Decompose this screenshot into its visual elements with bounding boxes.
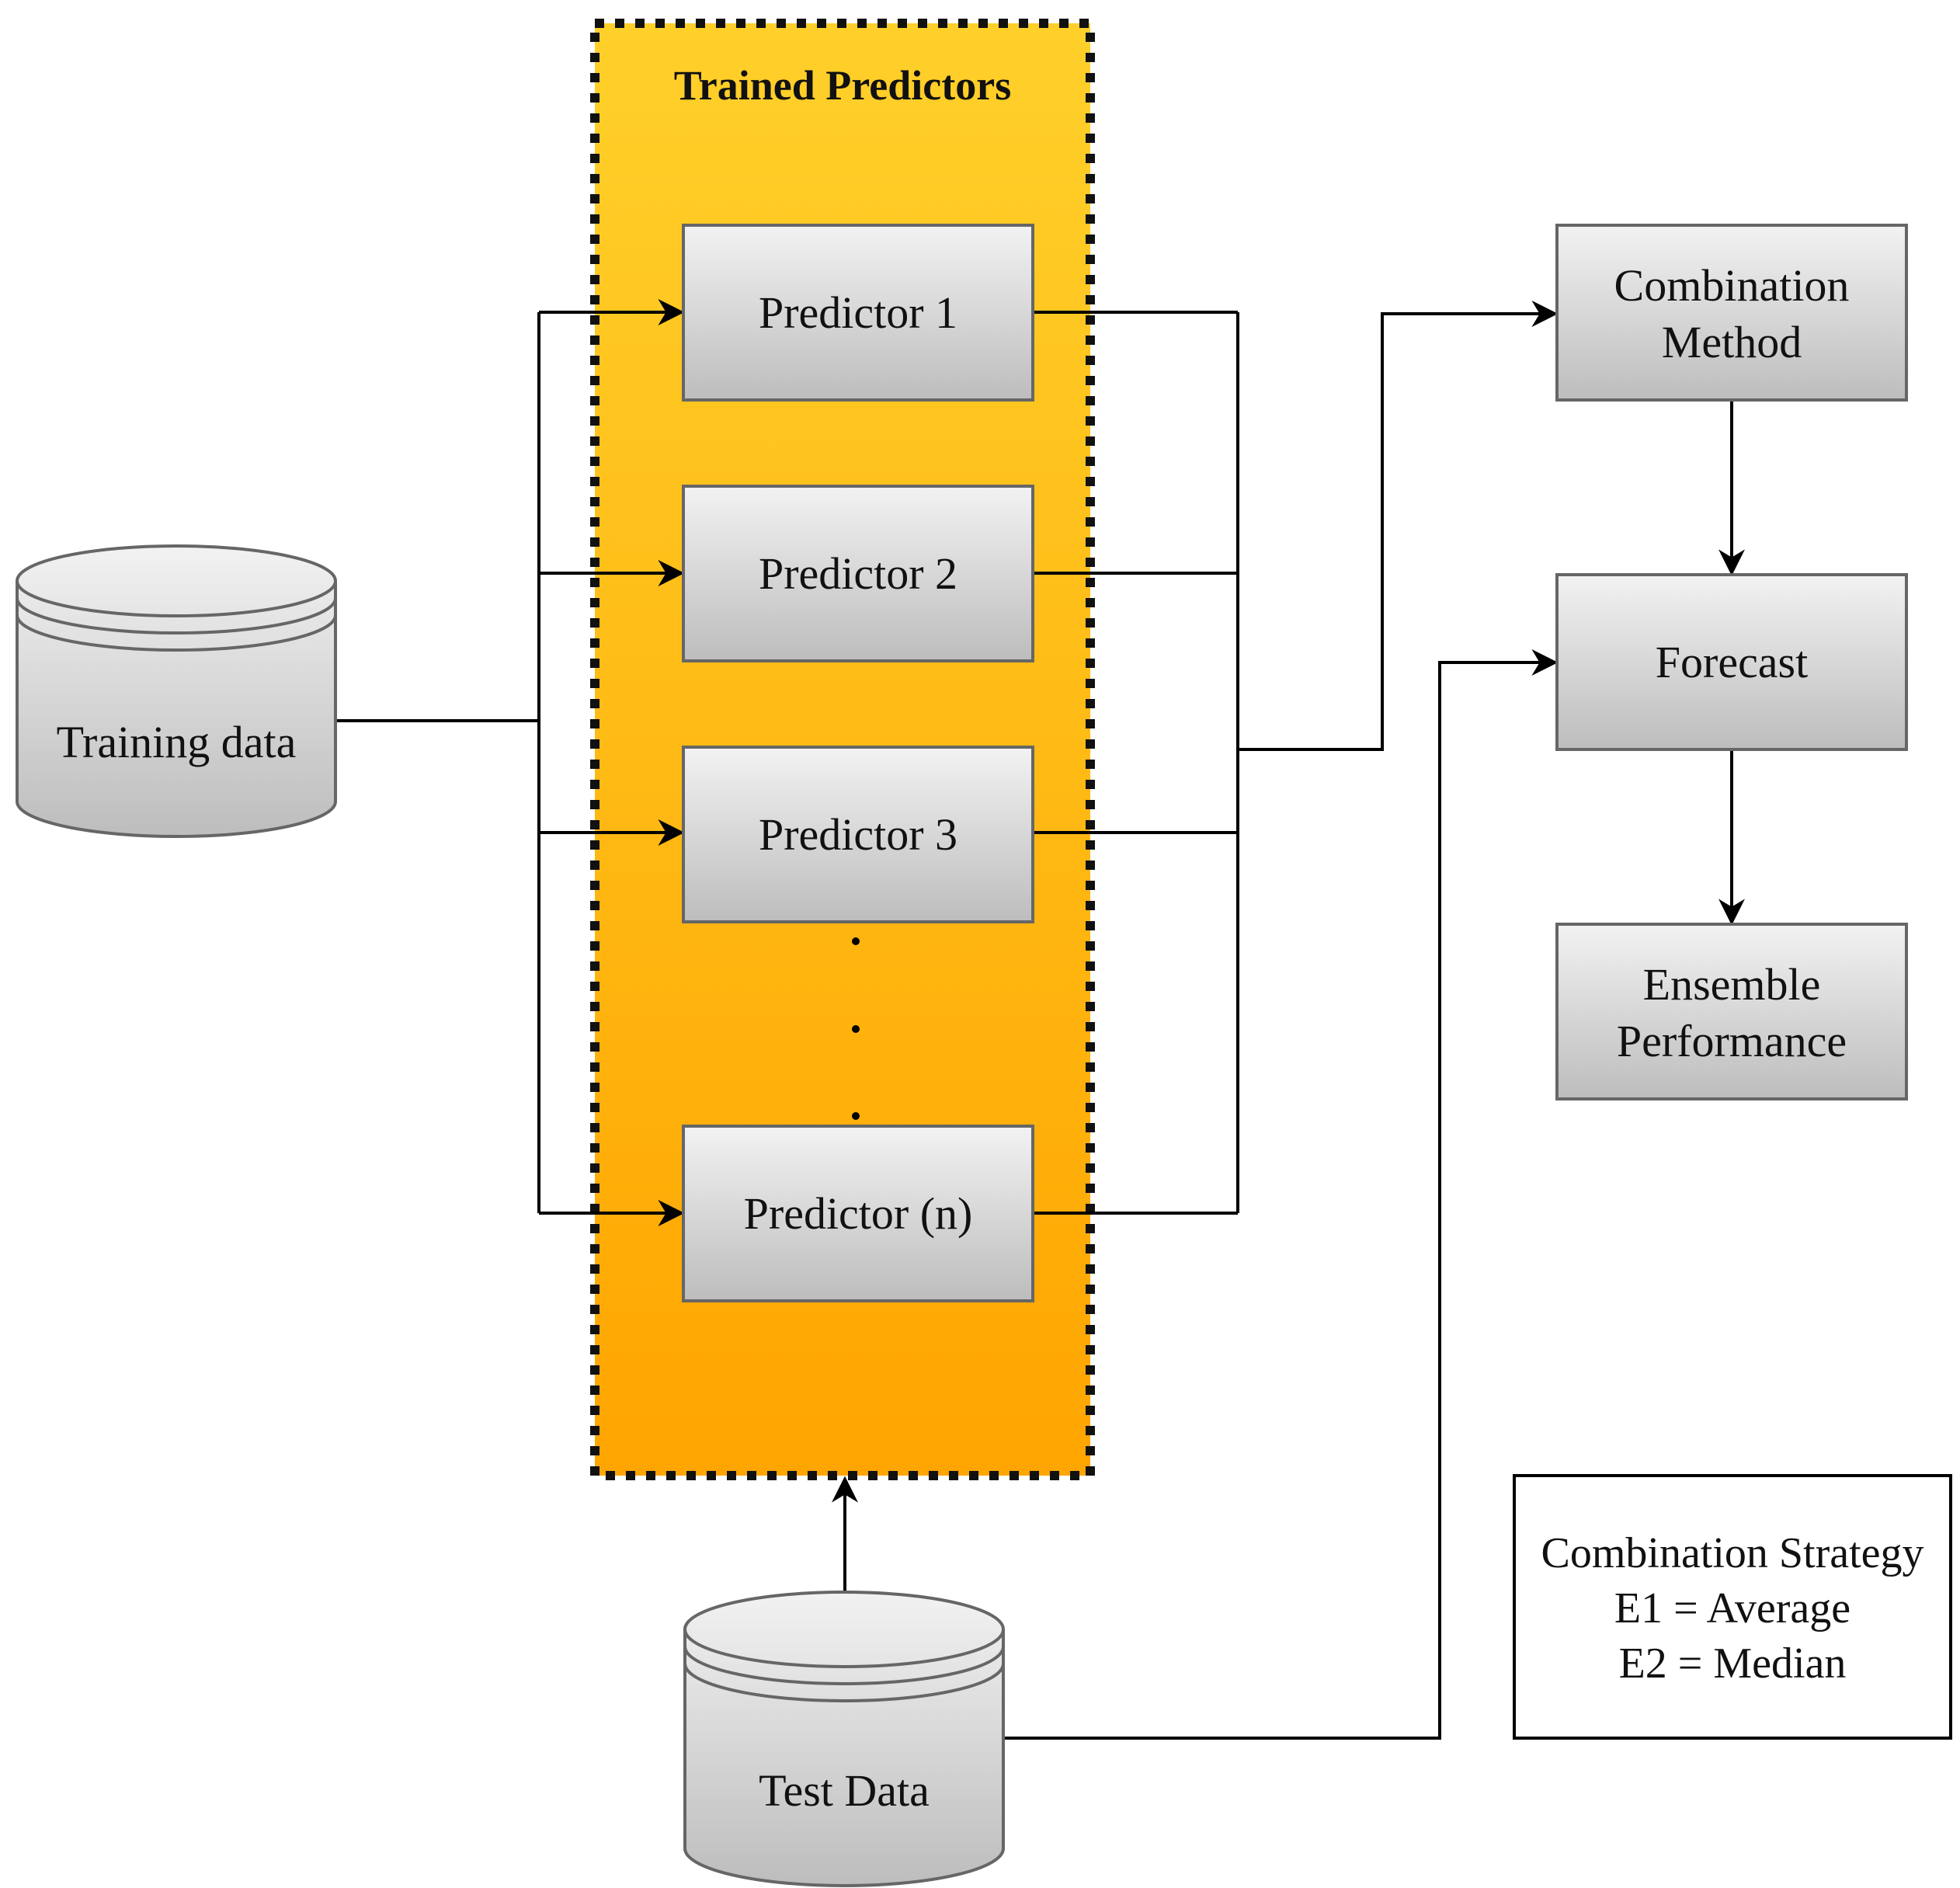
ensemble-performance-label-line-1: Ensemble <box>1643 959 1821 1010</box>
ellipsis-dot <box>852 1025 860 1033</box>
training-data-cylinder: Training data <box>16 544 337 838</box>
predictor-n-label: Predictor (n) <box>744 1188 973 1239</box>
test-data-label: Test Data <box>759 1765 930 1816</box>
combination-strategy-legend: Combination Strategy E1 = Average E2 = M… <box>1513 1474 1952 1740</box>
predictor-n-box: Predictor (n) <box>682 1125 1034 1302</box>
edge-test-to-forecast <box>1005 649 1559 1740</box>
predictor-3-box: Predictor 3 <box>682 746 1034 923</box>
legend-title: Combination Strategy <box>1541 1529 1924 1577</box>
ensemble-performance-label-line-2: Performance <box>1617 1016 1847 1066</box>
edge-bus-to-combination <box>1238 301 1559 751</box>
forecast-box: Forecast <box>1555 573 1908 751</box>
test-data-cylinder: Test Data <box>683 1591 1005 1887</box>
group-title: Trained Predictors <box>674 62 1011 109</box>
training-data-label: Training data <box>57 717 297 767</box>
ensemble-performance-box: Ensemble Performance <box>1555 923 1908 1100</box>
forecast-label: Forecast <box>1656 637 1809 687</box>
predictor-1-box: Predictor 1 <box>682 224 1034 402</box>
combination-method-label-line-2: Method <box>1662 317 1802 367</box>
ellipsis-dot <box>852 1112 860 1120</box>
legend-item-e1: E1 = Average <box>1614 1584 1851 1632</box>
predictor-2-box: Predictor 2 <box>682 485 1034 662</box>
edges <box>336 299 1745 1740</box>
predictor-2-label: Predictor 2 <box>759 548 957 599</box>
ellipsis-dots <box>852 937 860 1120</box>
combination-method-box: Combination Method <box>1555 224 1908 402</box>
predictor-1-label: Predictor 1 <box>759 287 957 338</box>
legend-item-e2: E2 = Median <box>1619 1639 1847 1688</box>
ellipsis-dot <box>852 937 860 945</box>
predictor-3-label: Predictor 3 <box>759 809 957 860</box>
combination-method-label-line-1: Combination <box>1614 260 1850 311</box>
